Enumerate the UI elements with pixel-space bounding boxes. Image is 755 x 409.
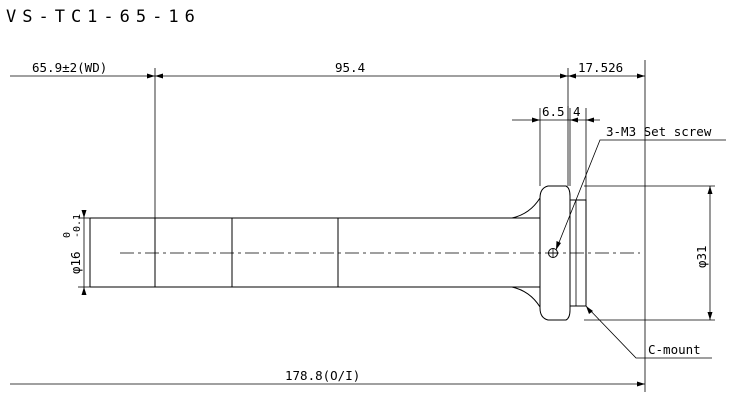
dim-length-rear: 17.526 [578,60,623,75]
callout-set-screw: 3-M3 Set screw [555,124,726,251]
dimension-top: 65.9±2(WD) 95.4 17.526 [10,60,645,79]
dimension-rear-diameter: φ31 [694,186,713,320]
dimension-front-diameter: φ16 0 -0.1 [62,210,87,295]
callout-c-mount: C-mount [585,305,712,359]
dim-length-body: 95.4 [335,60,365,75]
dim-rear-diameter: φ31 [694,245,709,268]
dimension-overall: 178.8(O/I) [10,368,645,387]
dim-front-diameter: φ16 [68,251,83,274]
dim-rear-4: 4 [573,104,581,119]
dim-rear-6-5: 6.5 [542,104,565,119]
dim-front-tol-lower: -0.1 [72,214,83,238]
extension-lines [78,60,715,392]
dim-front-tol-upper: 0 [62,232,73,238]
label-set-screw: 3-M3 Set screw [606,124,712,139]
label-c-mount: C-mount [648,342,701,357]
dim-working-distance: 65.9±2(WD) [32,60,107,75]
dim-overall-length: 178.8(O/I) [285,368,360,383]
lens-body [89,185,587,321]
model-title: VS-TC1-65-16 [6,7,201,27]
dimension-rear-small: 6.5 4 [512,104,600,123]
